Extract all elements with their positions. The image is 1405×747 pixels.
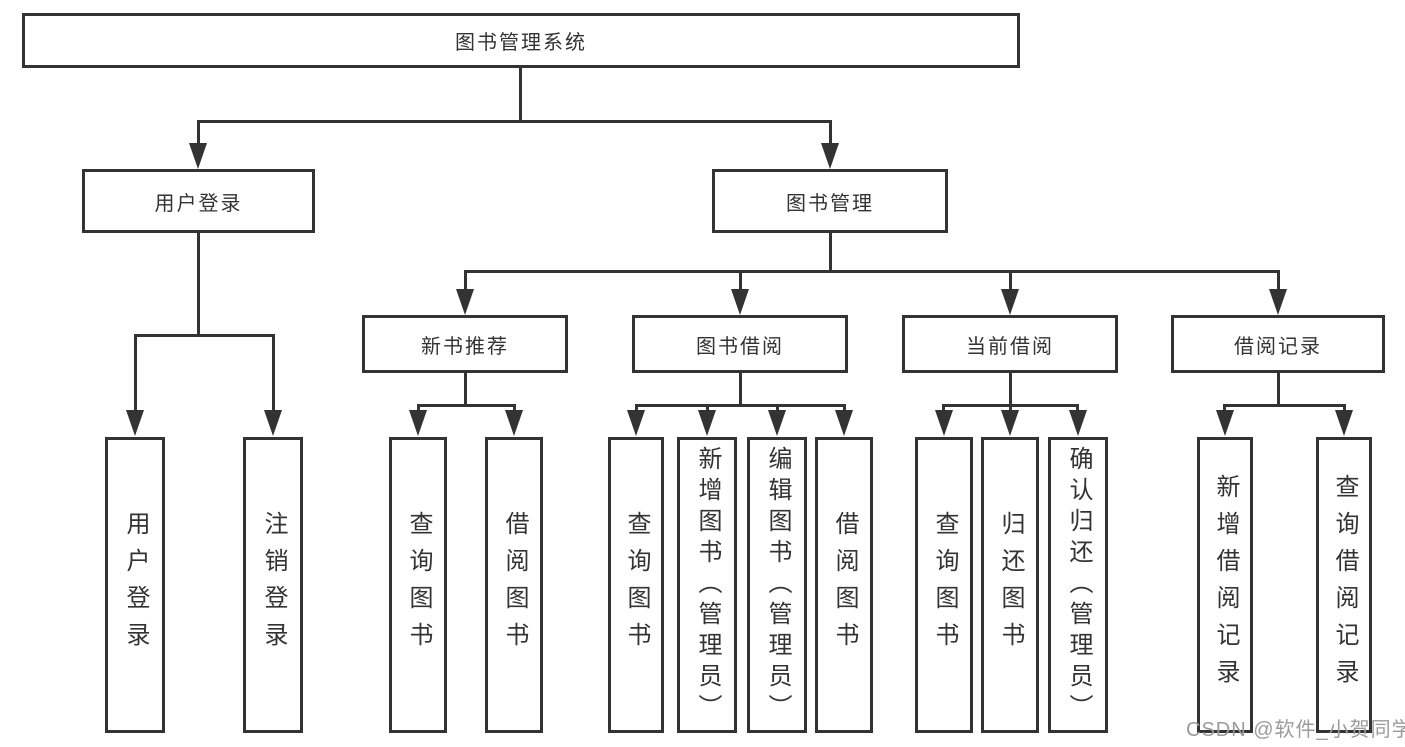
connector-line	[829, 120, 832, 146]
leaf-borrow-books-recommend: 借阅图书	[485, 437, 543, 733]
connector-line	[197, 120, 831, 123]
leaf-query-books-recommend-label: 查询图书	[405, 511, 432, 659]
connector-line	[1076, 404, 1079, 412]
connector-line	[197, 120, 200, 146]
arrowhead-down-icon	[1001, 289, 1019, 315]
leaf-query-books-current: 查询图书	[915, 437, 973, 733]
connector-line	[942, 404, 945, 412]
node-current-borrowing: 当前借阅	[902, 315, 1118, 373]
arrowhead-down-icon	[264, 410, 282, 436]
connector-line	[843, 404, 846, 412]
arrowhead-down-icon	[835, 410, 853, 436]
arrowhead-down-icon	[1069, 410, 1087, 436]
connector-line	[1277, 270, 1280, 290]
leaf-borrow-books-recommend-label: 借阅图书	[501, 511, 528, 659]
leaf-query-borrow-record-label: 查询借阅记录	[1331, 474, 1358, 696]
csdn-watermark: CSDN @软件_小贺同学	[1186, 719, 1405, 741]
node-borrowing-records: 借阅记录	[1171, 315, 1385, 373]
arrowhead-down-icon	[1216, 410, 1234, 436]
connector-line	[134, 334, 275, 337]
connector-line	[1009, 404, 1012, 412]
node-new-book-recommend: 新书推荐	[362, 315, 568, 373]
arrowhead-down-icon	[768, 410, 786, 436]
leaf-query-books-current-label: 查询图书	[931, 511, 958, 659]
node-library-system: 图书管理系统	[22, 13, 1020, 68]
node-book-management: 图书管理	[712, 169, 948, 233]
leaf-return-books: 归还图书	[981, 437, 1039, 733]
leaf-query-borrow-record: 查询借阅记录	[1316, 437, 1372, 733]
connector-line	[513, 404, 516, 412]
node-borrowing-records-label: 借阅记录	[1234, 335, 1322, 358]
arrowhead-down-icon	[935, 410, 953, 436]
node-user-login-branch: 用户登录	[82, 169, 315, 233]
arrowhead-down-icon	[1335, 410, 1353, 436]
node-user-login-branch-label: 用户登录	[154, 192, 243, 215]
node-library-system-label: 图书管理系统	[455, 32, 587, 54]
arrowhead-down-icon	[505, 410, 523, 436]
leaf-add-borrow-record-label: 新增借阅记录	[1212, 474, 1239, 696]
leaf-confirm-return-admin: 确认归还（管理员）	[1048, 437, 1108, 733]
leaf-add-book-admin-label: 新增图书（管理员）	[694, 445, 721, 725]
arrowhead-down-icon	[627, 410, 645, 436]
connector-line	[706, 404, 709, 412]
connector-line	[739, 270, 742, 290]
connector-line	[272, 334, 275, 410]
arrowhead-down-icon	[1001, 410, 1019, 436]
connector-line	[1277, 373, 1280, 407]
connector-line	[134, 334, 137, 410]
node-new-book-recommend-label: 新书推荐	[421, 335, 509, 358]
leaf-borrow-books-borrowing-label: 借阅图书	[831, 511, 858, 659]
connector-line	[1009, 373, 1012, 407]
connector-line	[739, 373, 742, 407]
connector-line	[197, 233, 200, 337]
leaf-add-book-admin: 新增图书（管理员）	[677, 437, 737, 733]
leaf-query-books-borrowing-label: 查询图书	[623, 511, 650, 659]
connector-line	[1223, 404, 1345, 407]
connector-line	[1223, 404, 1226, 412]
node-book-borrowing-label: 图书借阅	[696, 335, 784, 358]
connector-line	[635, 404, 638, 412]
leaf-add-borrow-record: 新增借阅记录	[1197, 437, 1253, 733]
leaf-query-books-recommend: 查询图书	[389, 437, 447, 733]
arrowhead-down-icon	[731, 289, 749, 315]
arrowhead-down-icon	[456, 289, 474, 315]
node-book-borrowing: 图书借阅	[632, 315, 848, 373]
leaf-confirm-return-admin-label: 确认归还（管理员）	[1065, 445, 1092, 725]
arrowhead-down-icon	[1269, 289, 1287, 315]
leaf-query-books-borrowing: 查询图书	[608, 437, 664, 733]
connector-line	[635, 404, 845, 407]
connector-line	[464, 270, 467, 290]
leaf-borrow-books-borrowing: 借阅图书	[815, 437, 873, 733]
connector-line	[464, 373, 467, 407]
node-book-management-label: 图书管理	[786, 192, 874, 215]
connector-line	[1009, 270, 1012, 290]
connector-line	[829, 233, 832, 273]
leaf-return-books-label: 归还图书	[997, 511, 1024, 659]
connector-line	[1343, 404, 1346, 412]
leaf-edit-book-admin-label: 编辑图书（管理员）	[764, 445, 791, 725]
connector-line	[417, 404, 516, 407]
arrowhead-down-icon	[189, 143, 207, 169]
connector-line	[417, 404, 420, 412]
arrowhead-down-icon	[409, 410, 427, 436]
arrowhead-down-icon	[126, 410, 144, 436]
leaf-edit-book-admin: 编辑图书（管理员）	[747, 437, 807, 733]
connector-line	[464, 270, 1279, 273]
leaf-logout-label: 注销登录	[260, 511, 287, 659]
arrowhead-down-icon	[821, 143, 839, 169]
leaf-logout: 注销登录	[243, 437, 303, 733]
connector-line	[776, 404, 779, 412]
leaf-user-login: 用户登录	[105, 437, 165, 733]
connector-line	[519, 68, 522, 122]
leaf-user-login-label: 用户登录	[122, 511, 149, 659]
node-current-borrowing-label: 当前借阅	[966, 335, 1054, 358]
arrowhead-down-icon	[698, 410, 716, 436]
